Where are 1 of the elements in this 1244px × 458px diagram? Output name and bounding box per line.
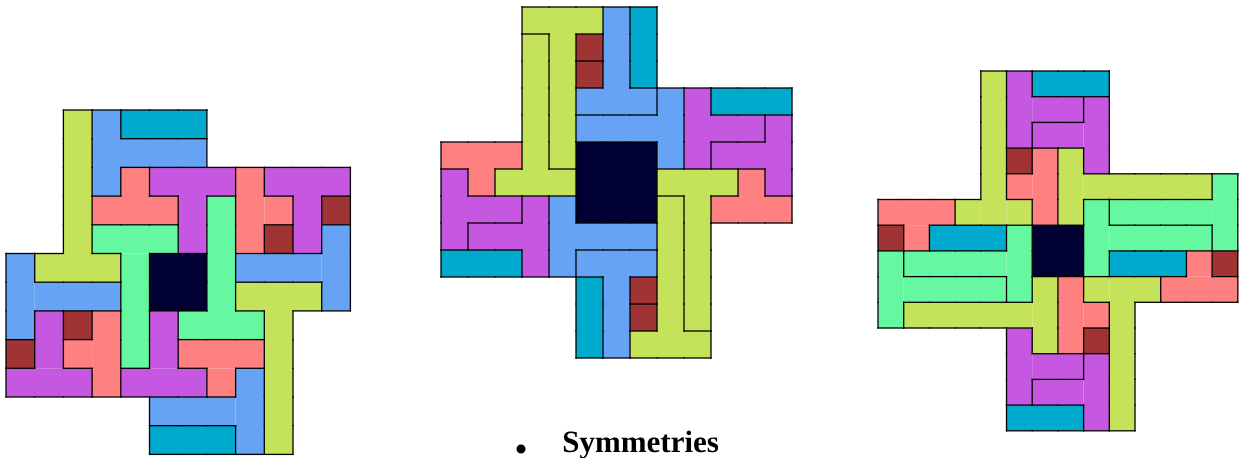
heading: Symmetries <box>563 430 719 458</box>
